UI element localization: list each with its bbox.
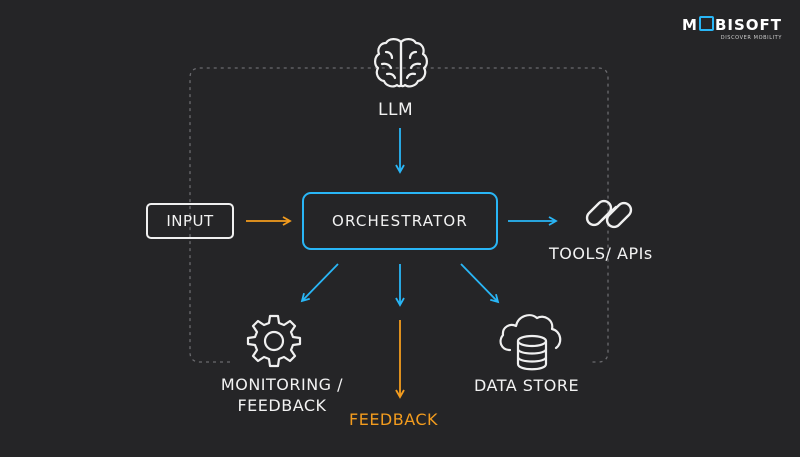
- orchestrator-node: ORCHESTRATOR: [302, 192, 498, 250]
- gear-icon: [246, 314, 302, 368]
- input-node: INPUT: [146, 203, 234, 239]
- data-store-label: DATA STORE: [474, 376, 580, 395]
- logo-tagline: DISCOVER MOBILITY: [720, 35, 782, 41]
- arrow-orchestrator-to-monitoring: [300, 263, 339, 303]
- arrow-orchestrator-to-datastore: [460, 263, 500, 304]
- monitoring-label-line2: FEEDBACK: [237, 396, 327, 415]
- llm-label: LLM: [378, 100, 414, 120]
- cloud-database-icon: [499, 314, 562, 371]
- brain-icon: [374, 38, 428, 88]
- monitoring-label: MONITORING / FEEDBACK: [212, 374, 352, 416]
- tools-label: TOOLS/ APIs: [549, 244, 653, 263]
- feedback-loop-boundary: [189, 67, 609, 363]
- monitoring-label-line1: MONITORING /: [220, 375, 344, 394]
- feedback-label: FEEDBACK: [349, 410, 439, 429]
- orchestrator-label: ORCHESTRATOR: [331, 212, 469, 230]
- input-label: INPUT: [166, 212, 214, 230]
- logo-o-mark: [698, 16, 714, 31]
- link-chain-icon: [585, 199, 633, 229]
